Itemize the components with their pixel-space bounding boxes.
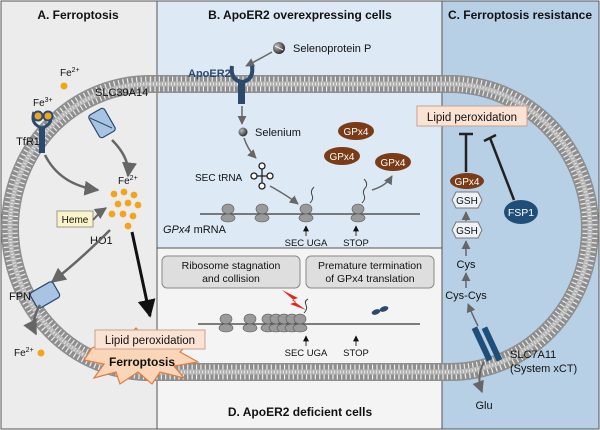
sec-trna-icon <box>250 162 274 190</box>
gpx4-protein-2-label: GPx4 <box>329 152 354 163</box>
gpx4-protein-1 <box>338 122 374 140</box>
selenoprotein-p-label: Selenoprotein P <box>293 43 371 55</box>
slc7a11-label: SLC7A11 <box>510 349 556 361</box>
gsh-hex-bound <box>451 191 483 209</box>
gsh-free-label: GSH <box>456 226 478 237</box>
panel-b-background <box>156 0 443 249</box>
stop-label-d: STOP <box>343 348 369 359</box>
iron-ion-icon <box>60 82 68 90</box>
collision-bolt-icon <box>282 290 306 310</box>
fsp1-protein <box>504 200 538 224</box>
heme-to-iron-arrow <box>92 207 107 221</box>
tfr1-label: TfR1 <box>16 136 40 148</box>
selenium-icon <box>238 127 248 137</box>
gpx4-inhibits-lipid <box>459 132 473 172</box>
nascent-peptides-b <box>309 178 368 204</box>
gpx4-proteins-group: GPx4 GPx4 GPx4 <box>324 122 411 171</box>
released-subunits-icon <box>371 306 389 315</box>
ribosome-stagnation-line1: Ribosome stagnation <box>182 260 281 272</box>
heme-label: Heme <box>62 215 89 226</box>
premature-termination-line2: of GPx4 translation <box>325 273 414 285</box>
slc39a14-label: SLC39A14 <box>95 87 148 99</box>
gpx4-protein-3-label: GPx4 <box>380 158 405 169</box>
selenium-label: Selenium <box>255 127 301 139</box>
fpn-export-arrow <box>23 304 42 336</box>
cys-cys-label: Cys-Cys <box>445 290 487 302</box>
stop-label-b: STOP <box>343 238 369 249</box>
fe2-inside-label: Fe2+ <box>118 175 138 187</box>
exported-iron-icon <box>37 349 45 357</box>
ribosome-to-gpx4-arrow <box>371 175 393 191</box>
sec-trna-label: SEC tRNA <box>195 173 243 184</box>
premature-termination-box <box>305 255 435 289</box>
gpx4-protein-1-label: GPx4 <box>343 127 368 138</box>
selenium-to-trna-arrow <box>243 137 257 159</box>
slc39a14-to-iron-arrow <box>111 139 137 178</box>
lipid-peroxidation-box-c <box>416 105 528 127</box>
premature-termination-line1: Premature termination <box>318 260 422 272</box>
sec-uga-label-b: SEC UGA <box>285 238 328 249</box>
trna-to-ribosome-arrow <box>269 185 299 205</box>
glu-label: Glu <box>475 400 492 412</box>
panel-d-title: D. ApoER2 deficient cells <box>228 405 373 419</box>
lipid-peroxidation-label-a: Lipid peroxidation <box>105 335 195 347</box>
apoer2-receptor-icon <box>229 65 255 104</box>
fe3-label: Fe3+ <box>33 97 53 109</box>
gpx4-mrna-label: GPx4 mRNA <box>163 224 227 236</box>
iron-to-fpn-arrow <box>50 229 111 283</box>
fpn-transporter-icon <box>29 281 61 309</box>
slc7a11-transporter-icon <box>471 326 503 362</box>
gsh-bound-label: GSH <box>456 196 478 207</box>
panel-c-title: C. Ferroptosis resistance <box>448 8 592 22</box>
stacked-ribosomes-d <box>218 313 308 333</box>
gsh-hex-free <box>451 221 483 239</box>
panel-b-title: B. ApoER2 overexpressing cells <box>208 8 392 22</box>
glu-export-arrow <box>472 361 485 394</box>
cell-membrane <box>1 75 599 381</box>
gpx4-protein-3 <box>375 153 411 171</box>
system-xct-label: (System xCT) <box>510 363 577 375</box>
gpx4-protein-c-label: GPx4 <box>454 177 479 188</box>
slc39a14-transporter-icon <box>88 107 116 139</box>
iron-to-lipid-arrow <box>130 231 156 318</box>
lipid-peroxidation-label-c: Lipid peroxidation <box>427 112 517 124</box>
tfr1-to-iron-arrow <box>43 154 100 196</box>
cys-label: Cys <box>457 259 476 271</box>
ferroptosis-label: Ferroptosis <box>109 355 175 369</box>
sec-uga-label-d: SEC UGA <box>285 348 328 359</box>
tfr1-receptor-icon <box>31 110 54 153</box>
ribosomes-b <box>220 203 366 223</box>
selenoprotein-to-apoer2-arrow <box>245 51 273 67</box>
ribosome-stagnation-box <box>161 255 301 289</box>
gpx4-protein-2 <box>324 147 360 165</box>
lipid-peroxidation-box-a <box>94 329 206 350</box>
stalled-peptide <box>303 298 309 314</box>
fsp1-inhibits-lipid <box>483 133 516 201</box>
fpn-label: FPN <box>9 291 31 303</box>
gpx4-protein-c <box>450 173 484 189</box>
fe2-exported-label: Fe2+ <box>14 347 34 359</box>
fsp1-label: FSP1 <box>508 207 534 219</box>
fe2-outside-label: Fe2+ <box>60 67 80 79</box>
panel-a-title: A. Ferroptosis <box>37 8 119 22</box>
ribosome-stagnation-line2: and collision <box>202 273 260 285</box>
slc7a11-to-cyscys-arrow <box>466 303 479 327</box>
apoer2-label: ApoER2 <box>188 68 231 80</box>
iron-pool-icon <box>108 188 142 230</box>
